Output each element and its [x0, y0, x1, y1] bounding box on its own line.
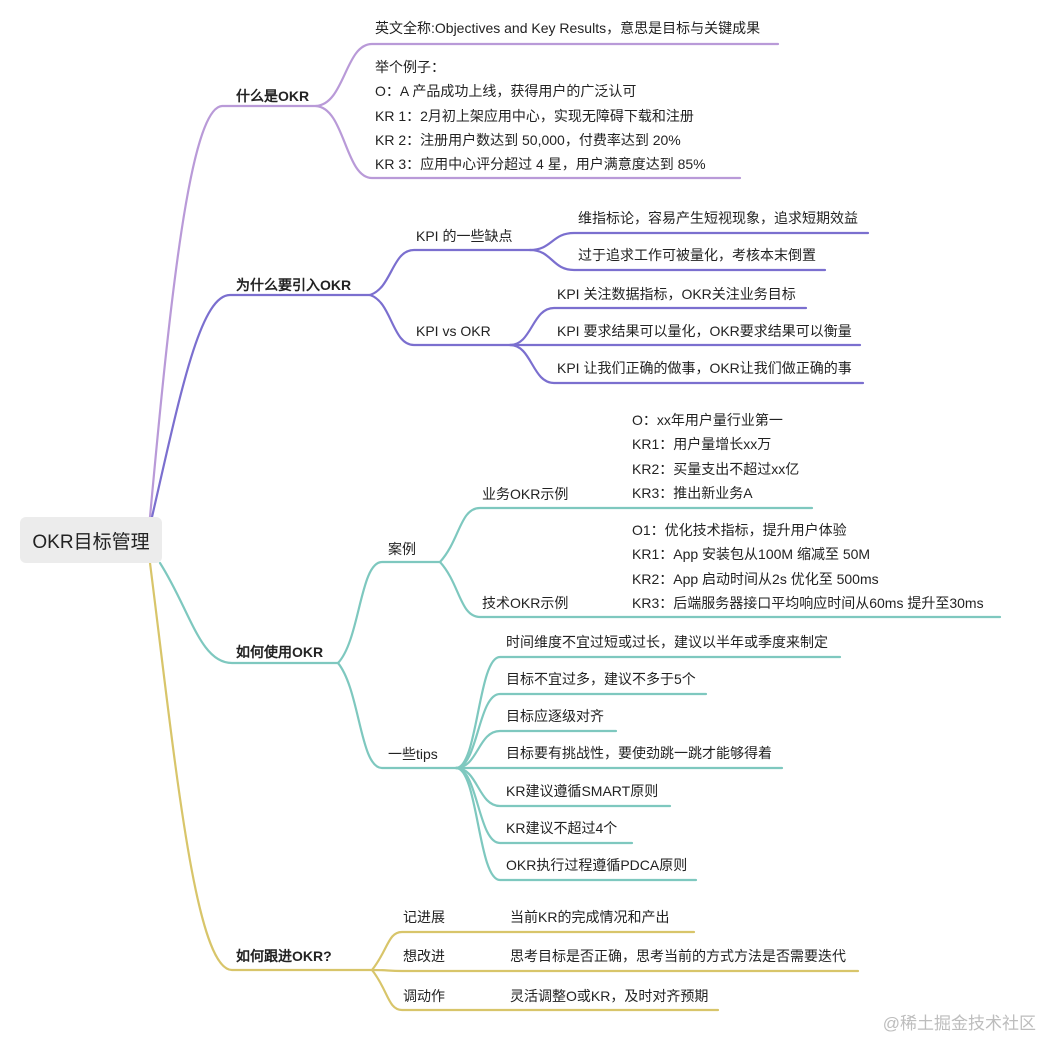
what-example-line: KR 2：注册用户数达到 50,000，付费率达到 20% [375, 132, 681, 148]
branch-follow-title[interactable]: 如何跟进OKR? [236, 948, 332, 964]
what-full-name: 英文全称:Objectives and Key Results，意思是目标与关键… [375, 20, 761, 36]
connector-tip-1 [454, 655, 842, 770]
follow-item-label[interactable]: 调动作 [403, 988, 445, 1004]
root-node[interactable]: OKR目标管理 [20, 517, 162, 563]
connector-cases-biz [438, 506, 814, 564]
kpi-flaw-item: 维指标论，容易产生短视现象，追求短期效益 [578, 210, 858, 226]
connector-flaw-2 [528, 248, 827, 272]
branch-why-title[interactable]: 为什么要引入OKR [236, 277, 352, 293]
biz-okr-line: O：xx年用户量行业第一 [632, 412, 783, 428]
biz-okr-line: KR2：买量支出不超过xx亿 [632, 461, 800, 477]
watermark: @稀土掘金技术社区 [882, 1014, 1036, 1033]
connector-flaw-1 [528, 231, 870, 252]
connector-follow-3 [370, 968, 720, 1012]
follow-item-detail: 当前KR的完成情况和产出 [510, 909, 670, 925]
how-cases-label[interactable]: 案例 [388, 541, 416, 557]
tip-item: OKR执行过程遵循PDCA原则 [506, 857, 688, 873]
connector-tip-2 [454, 692, 708, 770]
tech-okr-line: KR1：App 安装包从100M 缩减至 50M [632, 546, 871, 562]
kpi-flaw-item: 过于追求工作可被量化，考核本末倒置 [578, 247, 816, 263]
branch-how-title[interactable]: 如何使用OKR [236, 644, 324, 660]
connector-cases-tech [438, 560, 1002, 619]
connector-what-fullname [314, 42, 780, 108]
tip-item: 目标应逐级对齐 [506, 708, 604, 724]
what-example-line: 举个例子： [375, 59, 445, 75]
what-example-line: KR 3：应用中心评分超过 4 星，用户满意度达到 85% [375, 156, 706, 172]
follow-item-label[interactable]: 想改进 [403, 948, 445, 964]
cases-biz-label[interactable]: 业务OKR示例 [482, 486, 569, 502]
follow-item-detail: 思考目标是否正确，思考当前的方式方法是否需要迭代 [510, 948, 846, 964]
how-tips-label[interactable]: 一些tips [388, 746, 438, 762]
connector-root-what [148, 104, 318, 519]
tip-item: 目标要有挑战性，要使劲跳一跳才能够得着 [506, 745, 772, 761]
cases-tech-label[interactable]: 技术OKR示例 [482, 595, 569, 611]
tip-item: KR建议不超过4个 [506, 820, 618, 836]
biz-okr-line: KR3：推出新业务A [632, 485, 753, 501]
branch-what-title[interactable]: 什么是OKR [236, 88, 310, 104]
tip-item: KR建议遵循SMART原则 [506, 783, 659, 799]
connector-follow-1 [370, 930, 696, 972]
why-kpi-vs-label[interactable]: KPI vs OKR [416, 323, 491, 339]
connector-tip-7 [454, 766, 698, 882]
connector-vs-1 [508, 306, 808, 347]
connector-how-tips [336, 661, 458, 770]
connector-root-why [150, 293, 372, 519]
connector-how-cases [336, 560, 442, 665]
what-example-line: KR 1：2月初上架应用中心，实现无障碍下载和注册 [375, 108, 694, 124]
kpi-vs-item: KPI 要求结果可以量化，OKR要求结果可以衡量 [557, 323, 852, 339]
follow-item-detail: 灵活调整O或KR，及时对齐预期 [510, 988, 709, 1004]
why-kpi-flaws-label[interactable]: KPI 的一些缺点 [416, 228, 513, 244]
tech-okr-line: O1：优化技术指标，提升用户体验 [632, 522, 847, 538]
connector-what-example [314, 104, 742, 180]
tech-okr-line: KR2：App 启动时间从2s 优化至 500ms [632, 571, 879, 587]
connector-why-kpivs [368, 293, 512, 347]
connector-vs-3 [508, 343, 865, 385]
tip-item: 目标不宜过多，建议不多于5个 [506, 671, 696, 687]
kpi-vs-item: KPI 让我们正确的做事，OKR让我们做正确的事 [557, 360, 852, 376]
kpi-vs-item: KPI 关注数据指标，OKR关注业务目标 [557, 286, 796, 302]
biz-okr-line: KR1：用户量增长xx万 [632, 436, 772, 452]
connector-root-follow [148, 561, 374, 972]
follow-item-label[interactable]: 记进展 [403, 909, 445, 925]
tip-item: 时间维度不宜过短或过长，建议以半年或季度来制定 [506, 634, 828, 650]
connector-follow-2 [370, 968, 860, 973]
connector-tip-3 [454, 729, 618, 770]
what-example-line: O：A 产品成功上线，获得用户的广泛认可 [375, 83, 637, 99]
tech-okr-line: KR3：后端服务器接口平均响应时间从60ms 提升至30ms [632, 595, 984, 611]
connector-root-how [158, 561, 340, 665]
connector-why-kpiflaws [368, 248, 532, 297]
